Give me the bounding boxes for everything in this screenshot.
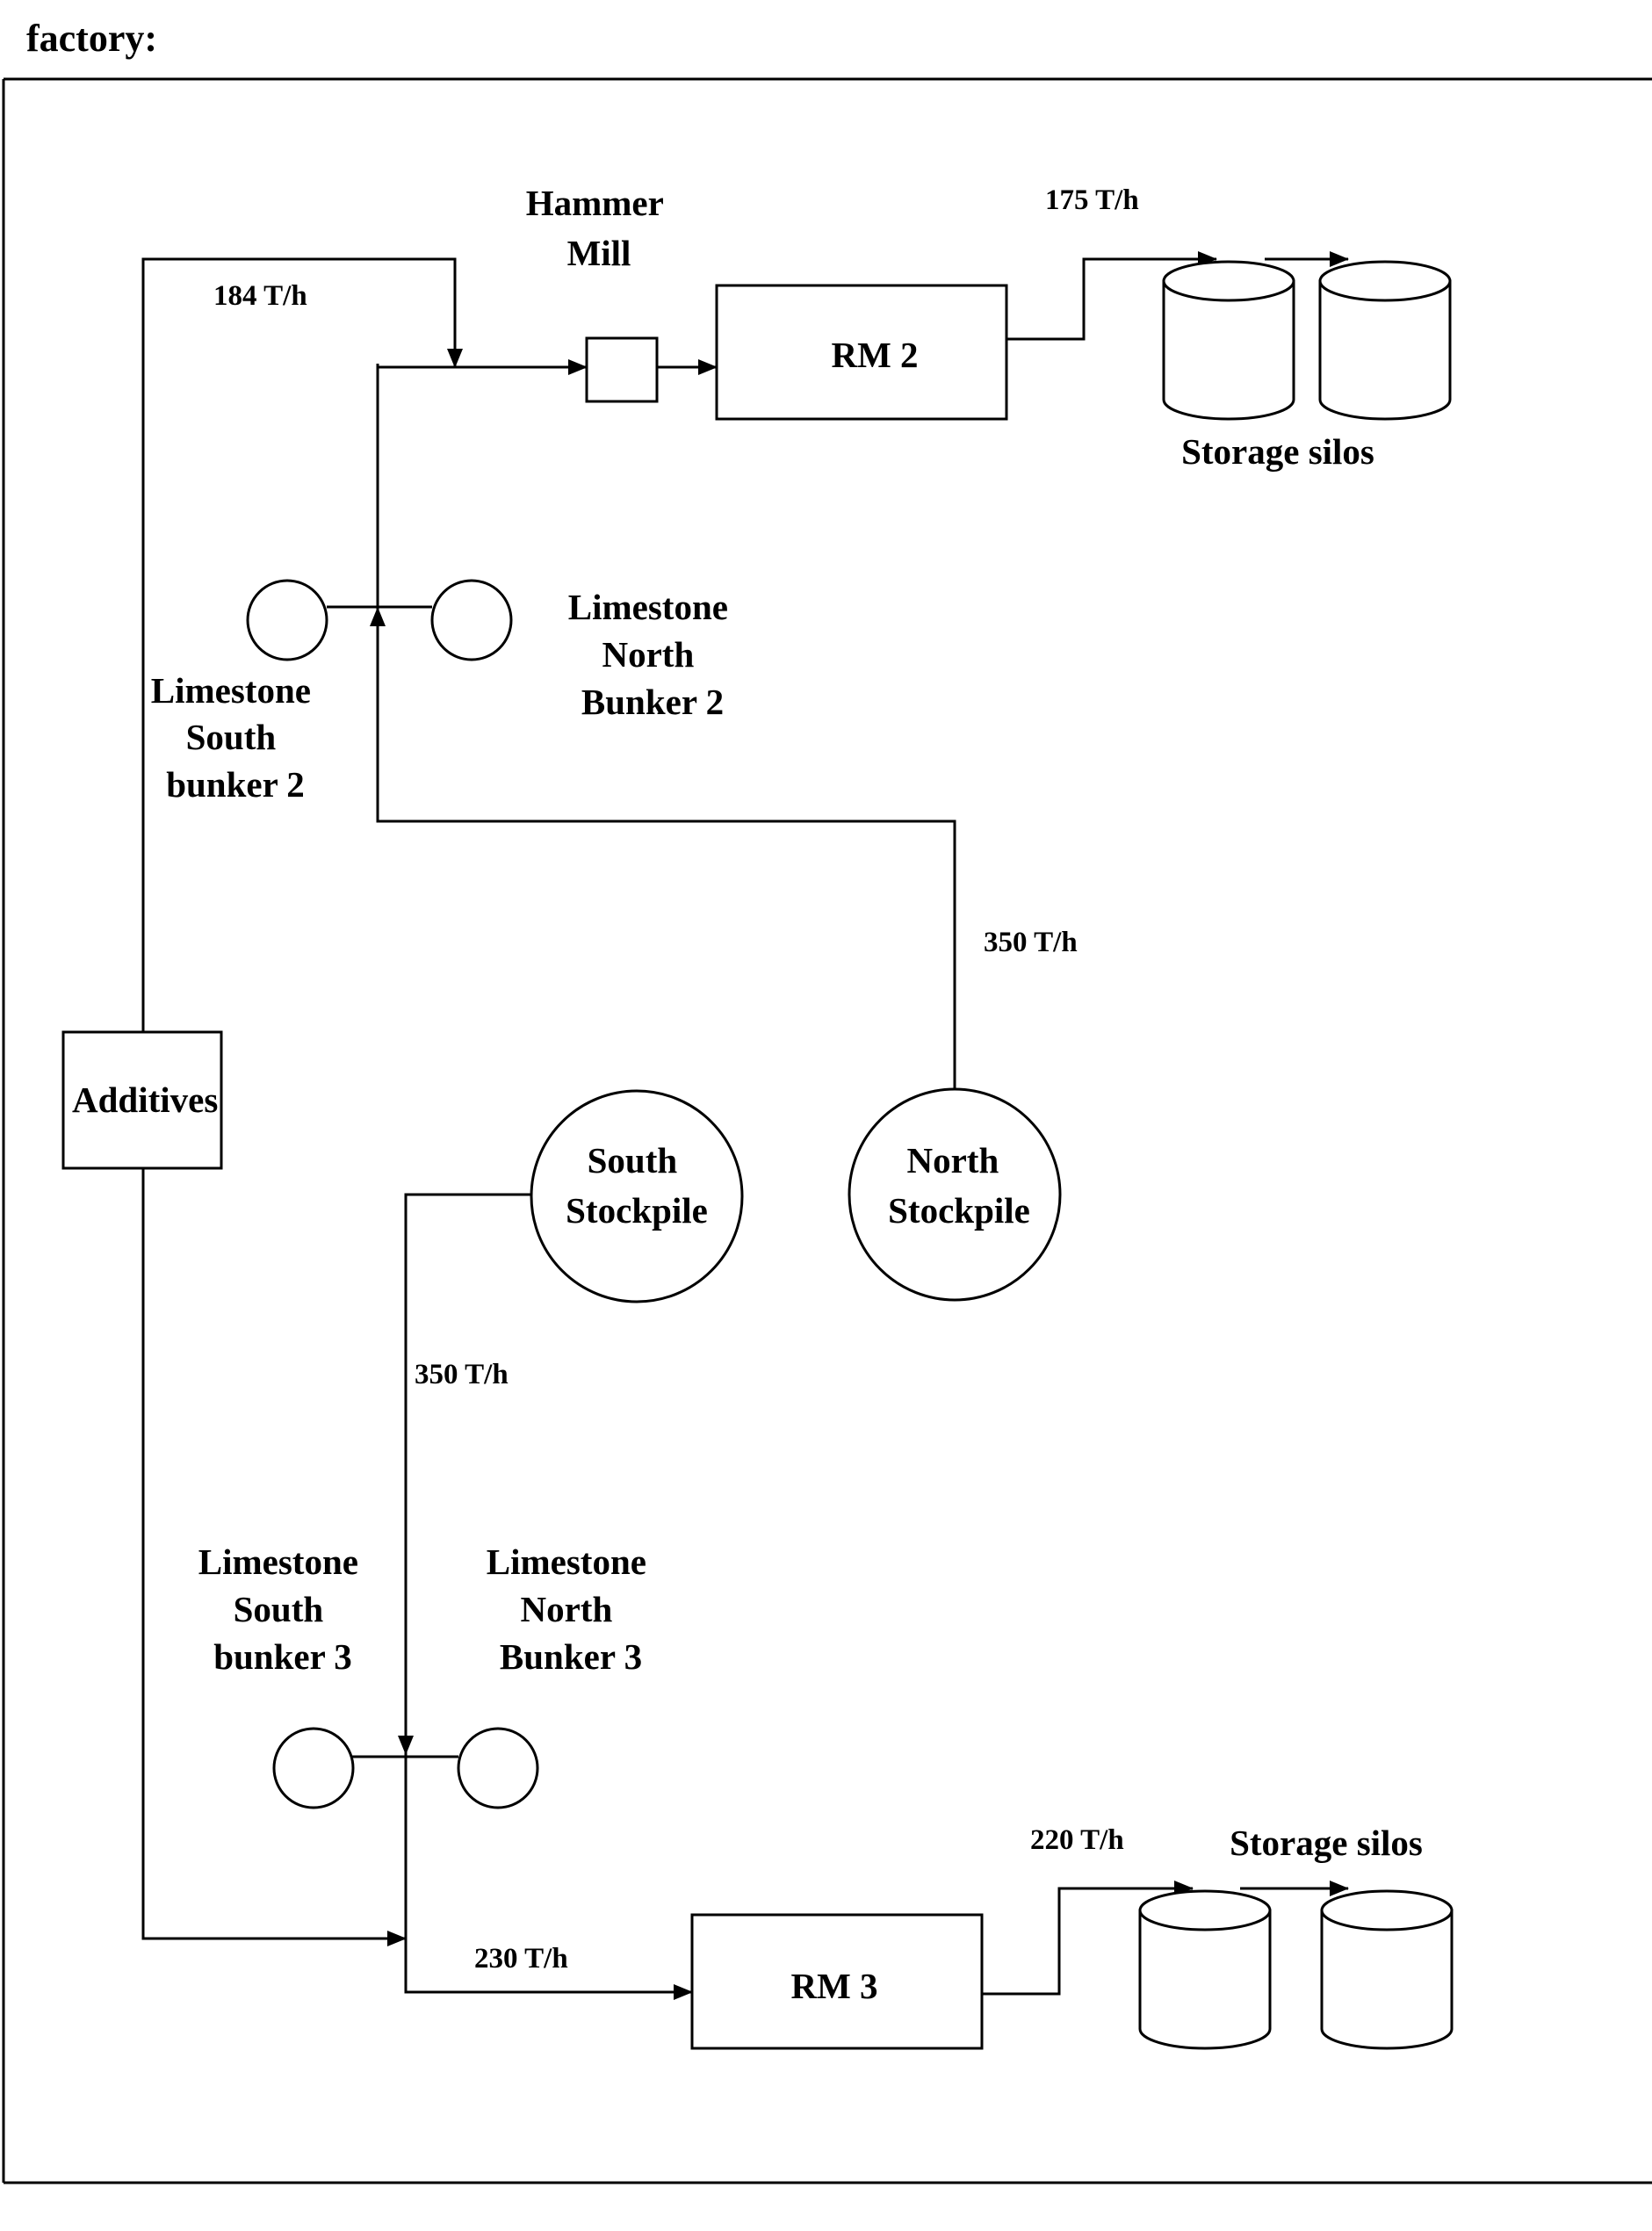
north-stockpile-circle (848, 1087, 1062, 1302)
page-heading: factory: (26, 17, 157, 60)
rate-rm3-to-silos: 220 T/h (1030, 1824, 1124, 1856)
additives-to-rm3-line (141, 1168, 407, 1946)
rate-north-stockpile: 350 T/h (984, 927, 1078, 958)
storage-silos-top-label: Storage silos (1181, 431, 1374, 472)
south-stockpile-label: South Stockpile (566, 1140, 708, 1231)
storage-silo-bottom-1 (1138, 1889, 1272, 2050)
hammer-mill-label: Hammer Mill (526, 183, 673, 273)
rate-additives-to-rm2: 184 T/h (213, 280, 307, 312)
rm2-box (715, 284, 1008, 421)
hammer-mill-box (585, 336, 659, 403)
diagram-frame (2, 77, 1652, 2184)
rm2-label: RM 2 (831, 335, 918, 375)
south-stockpile-to-bunkers-3-line (398, 1193, 531, 1755)
limestone-north-bunker-2-circle (430, 579, 513, 661)
limestone-south-bunker-2-circle (246, 579, 328, 661)
south-stockpile-circle (530, 1089, 744, 1303)
north-stockpile-to-bunkers-2-line (370, 607, 956, 1089)
storage-silo-bottom-2 (1320, 1889, 1454, 2050)
limestone-south-bunker-3-circle (272, 1727, 355, 1809)
additives-label: Additives (72, 1079, 218, 1120)
rm3-label: RM 3 (790, 1966, 877, 2006)
limestone-north-bunker-3-label: Limestone North Bunker 3 (487, 1541, 655, 1677)
storage-silos-bottom-label: Storage silos (1230, 1823, 1423, 1863)
rm2-to-silos-line (1006, 251, 1217, 341)
rate-south-stockpile: 350 T/h (415, 1359, 509, 1390)
north-stockpile-label: North Stockpile (888, 1140, 1030, 1231)
feed-to-hammer-mill-line (376, 359, 588, 375)
rate-feed-to-rm3: 230 T/h (474, 1943, 568, 1975)
limestone-north-bunker-3-circle (457, 1727, 539, 1809)
additives-to-rm2-line (141, 257, 463, 1032)
limestone-south-bunker-2-label: Limestone South bunker 2 (151, 670, 320, 805)
limestone-north-bunker-2-label: Limestone North Bunker 2 (568, 587, 737, 722)
limestone-south-bunker-3-label: Limestone South bunker 3 (198, 1541, 367, 1677)
bunkers-3-to-rm3-line (404, 1754, 693, 2000)
rate-rm2-to-silos: 175 T/h (1045, 184, 1139, 216)
rm3-box (690, 1913, 984, 2050)
storage-silo-top-1 (1162, 260, 1295, 421)
rm3-to-silos-line (982, 1881, 1194, 1996)
storage-silo-top-2 (1318, 260, 1452, 421)
